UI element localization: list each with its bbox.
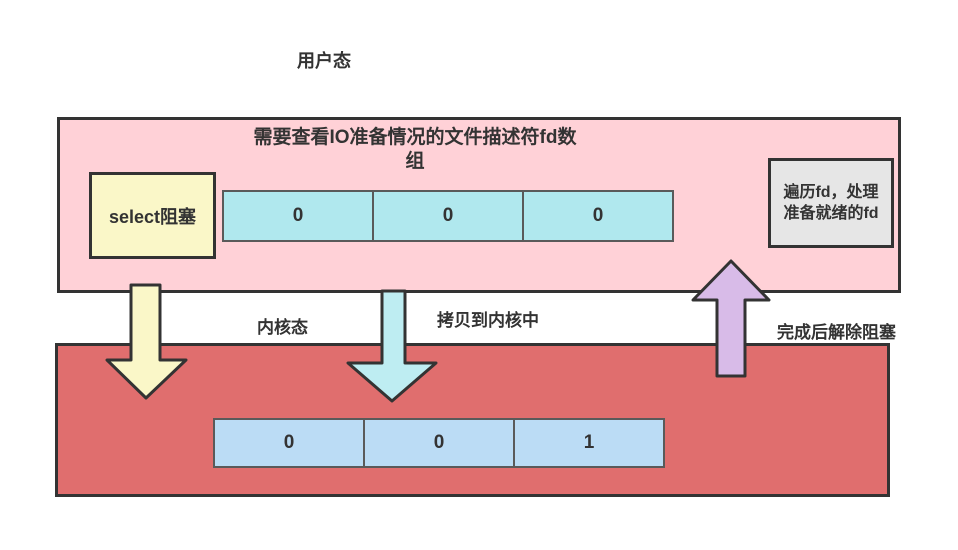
kernel-mode-label: 内核态	[257, 318, 308, 337]
user-fd-array: 0 0 0	[222, 190, 674, 242]
fd-array-title: 需要查看IO准备情况的文件描述符fd数组	[253, 127, 577, 172]
copy-to-kernel-label: 拷贝到内核中	[437, 311, 539, 330]
traverse-fd-box: 遍历fd，处理准备就绪的fd	[768, 158, 894, 248]
select-block-box: select阻塞	[89, 172, 216, 259]
user-fd-cell-0: 0	[292, 205, 304, 226]
kernel-fd-cell-2: 1	[513, 420, 663, 466]
user-fd-cell-1: 0	[372, 192, 522, 240]
kernel-fd-cell-0: 0	[283, 432, 295, 453]
unblock-label: 完成后解除阻塞	[777, 323, 896, 342]
user-fd-cell-2: 0	[522, 192, 672, 240]
kernel-fd-cell-1: 0	[363, 420, 513, 466]
kernel-fd-array: 0 0 1	[213, 418, 665, 468]
user-mode-label: 用户态	[297, 51, 351, 71]
